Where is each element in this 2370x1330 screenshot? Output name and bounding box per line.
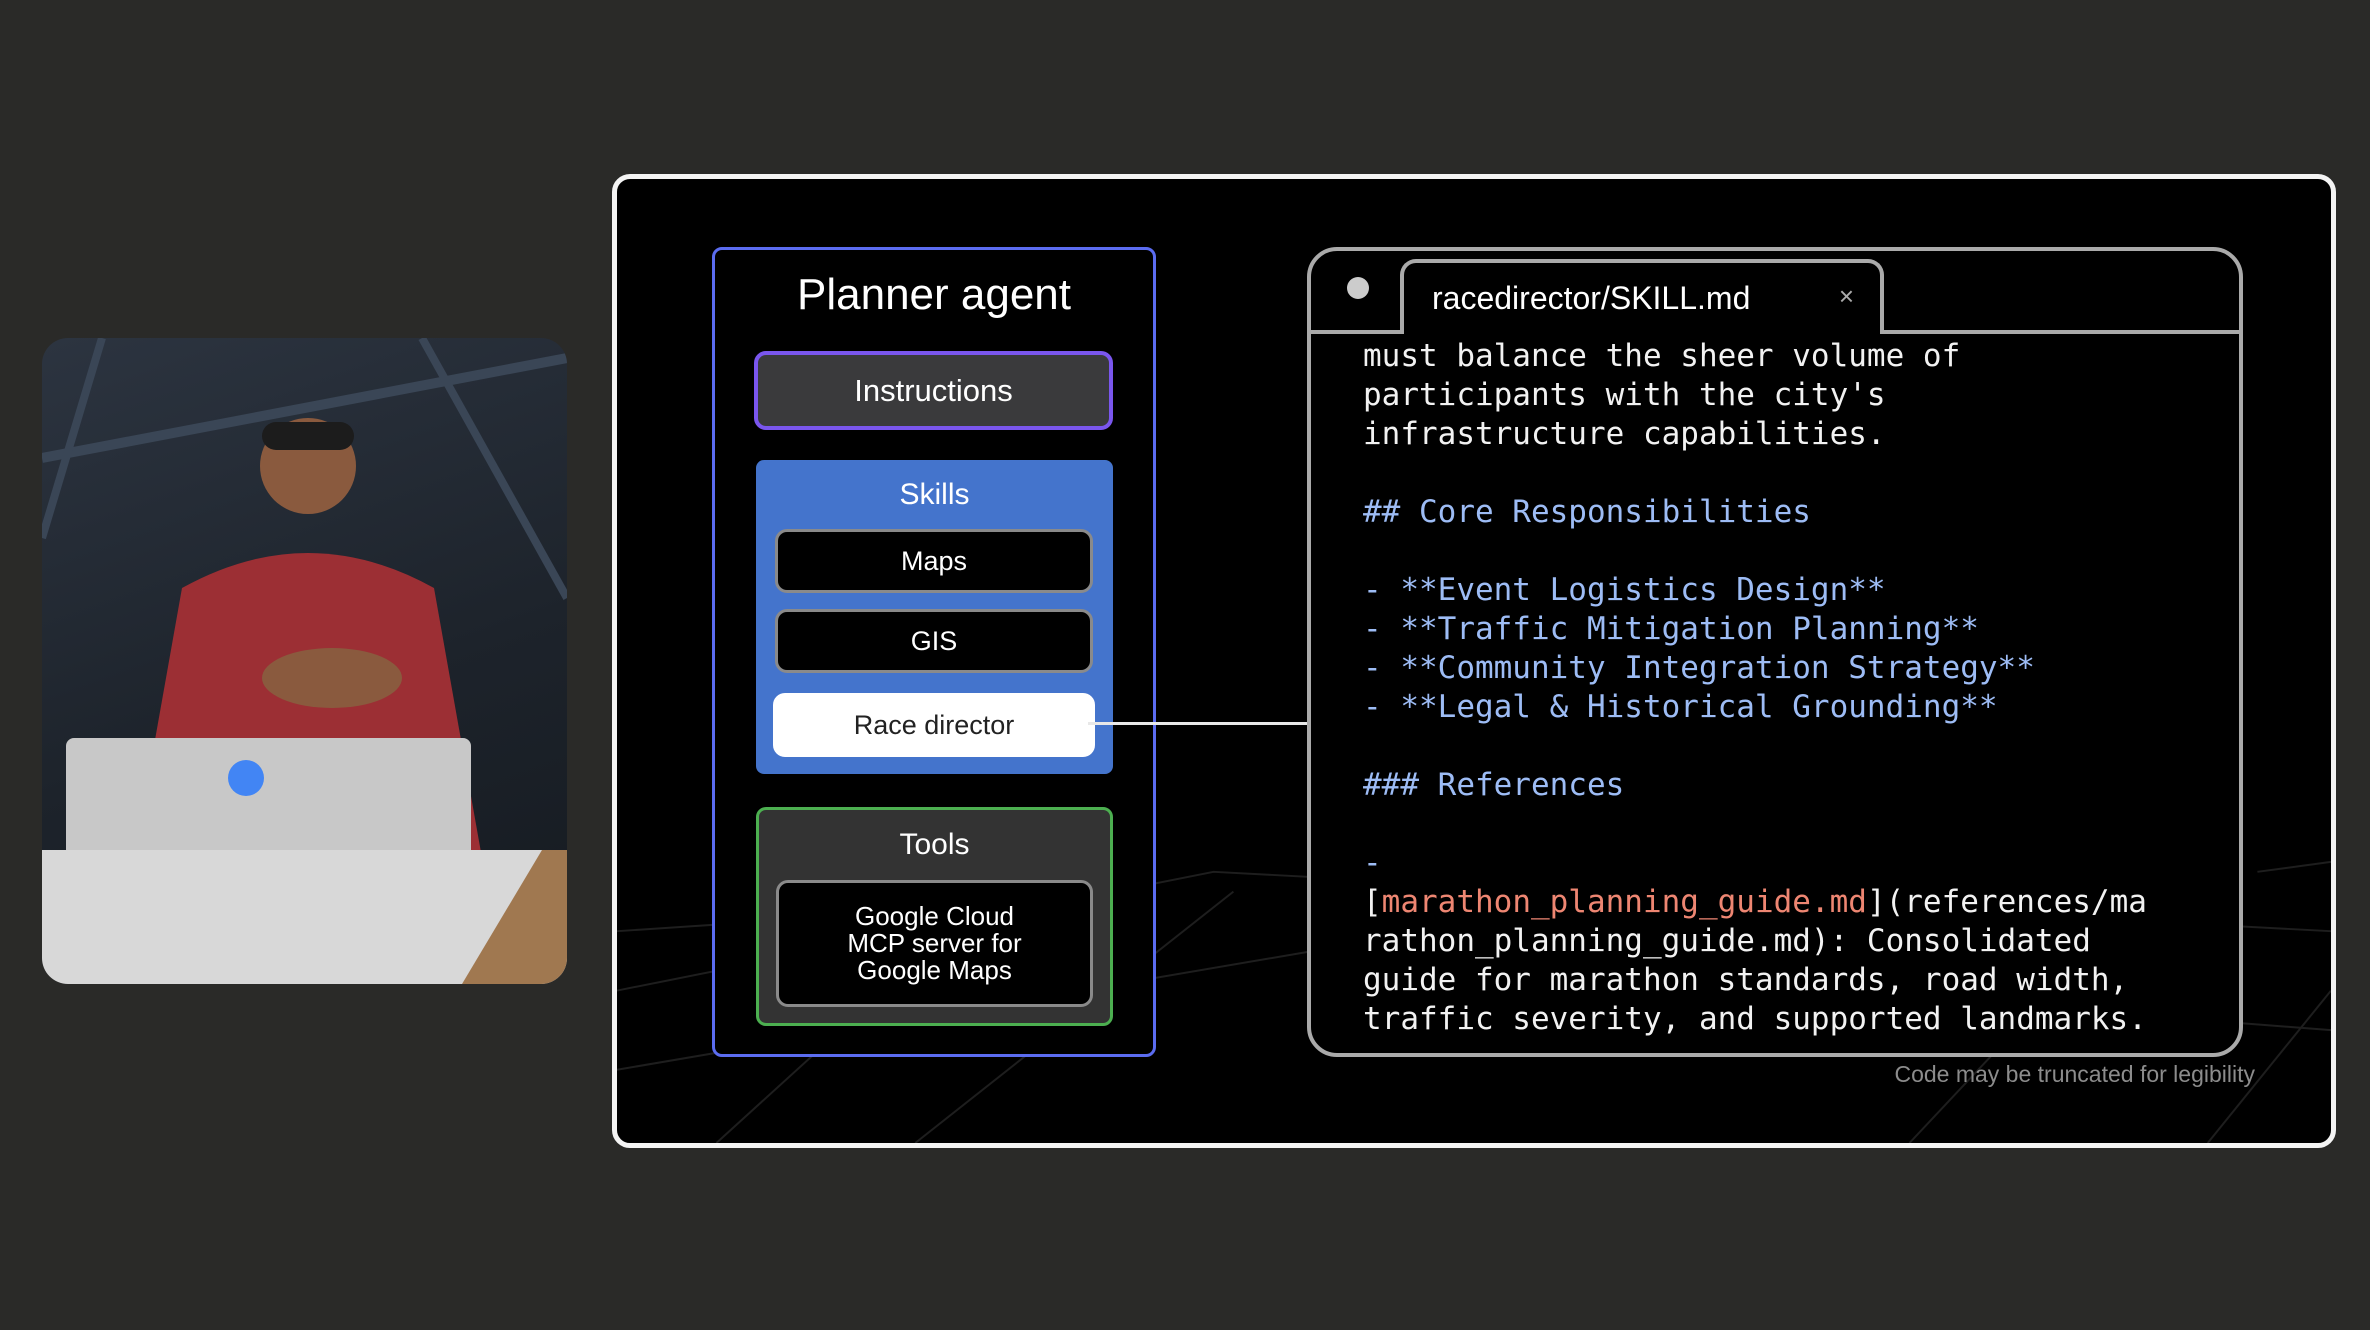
- reference-path: ](references/ma: [1866, 884, 2147, 920]
- tool-google-maps-mcp[interactable]: Google Cloud MCP server for Google Maps: [776, 880, 1093, 1007]
- tools-title: Tools: [899, 828, 970, 861]
- skill-race-director[interactable]: Race director: [773, 693, 1095, 757]
- reference-link[interactable]: marathon_planning_guide.md: [1381, 884, 1867, 920]
- code-heading: ### References: [1363, 767, 1625, 803]
- code-line: [marathon_planning_guide.md](references/…: [1363, 883, 2243, 922]
- tools-group: Tools Google Cloud MCP server for Google…: [756, 807, 1113, 1026]
- instructions-box[interactable]: Instructions: [754, 351, 1113, 430]
- slide: Planner agent Instructions Skills Maps G…: [612, 174, 2336, 1148]
- code-list-item: - **Event Logistics Design**: [1363, 572, 1886, 608]
- code-line: participants with the city's: [1363, 377, 1886, 413]
- connector-line: [1088, 722, 1307, 725]
- code-line: [1363, 727, 2243, 766]
- skills-group: Skills Maps GIS Race director: [756, 460, 1113, 774]
- code-line: guide for marathon standards, road width…: [1363, 962, 2129, 998]
- tool-label: Google Cloud MCP server for Google Maps: [847, 901, 1022, 985]
- code-line: rathon_planning_guide.md): Consolidated: [1363, 923, 2091, 959]
- code-line: [1363, 805, 2243, 844]
- presenter-video: [42, 338, 567, 984]
- tab-title: racedirector/SKILL.md: [1432, 280, 1751, 316]
- presenter-figure: [42, 338, 567, 984]
- code-line: [1363, 532, 2243, 571]
- bracket: [: [1363, 884, 1382, 920]
- code-line: infrastructure capabilities.: [1363, 416, 1886, 452]
- code-content: must balance the sheer volume of partici…: [1363, 337, 2243, 1039]
- code-heading: ## Core Responsibilities: [1363, 494, 1811, 530]
- code-line: -: [1363, 845, 1382, 881]
- code-line: must balance the sheer volume of: [1363, 338, 1961, 374]
- code-editor: racedirector/SKILL.md × must balance the…: [1307, 247, 2243, 1057]
- code-line: [1363, 454, 2243, 493]
- tab-skill-md[interactable]: racedirector/SKILL.md ×: [1400, 259, 1884, 334]
- planner-agent-panel: Planner agent Instructions Skills Maps G…: [712, 247, 1156, 1057]
- skill-gis[interactable]: GIS: [775, 609, 1093, 673]
- code-list-item: - **Community Integration Strategy**: [1363, 650, 2035, 686]
- skill-maps[interactable]: Maps: [775, 529, 1093, 593]
- code-list-item: - **Legal & Historical Grounding**: [1363, 689, 1998, 725]
- planner-title: Planner agent: [797, 270, 1071, 319]
- footnote: Code may be truncated for legibility: [1894, 1061, 2255, 1087]
- window-dot-icon: [1347, 277, 1369, 299]
- close-icon[interactable]: ×: [1838, 281, 1854, 311]
- code-list-item: - **Traffic Mitigation Planning**: [1363, 611, 1979, 647]
- code-line: traffic severity, and supported landmark…: [1363, 1001, 2147, 1037]
- skills-title: Skills: [899, 478, 970, 511]
